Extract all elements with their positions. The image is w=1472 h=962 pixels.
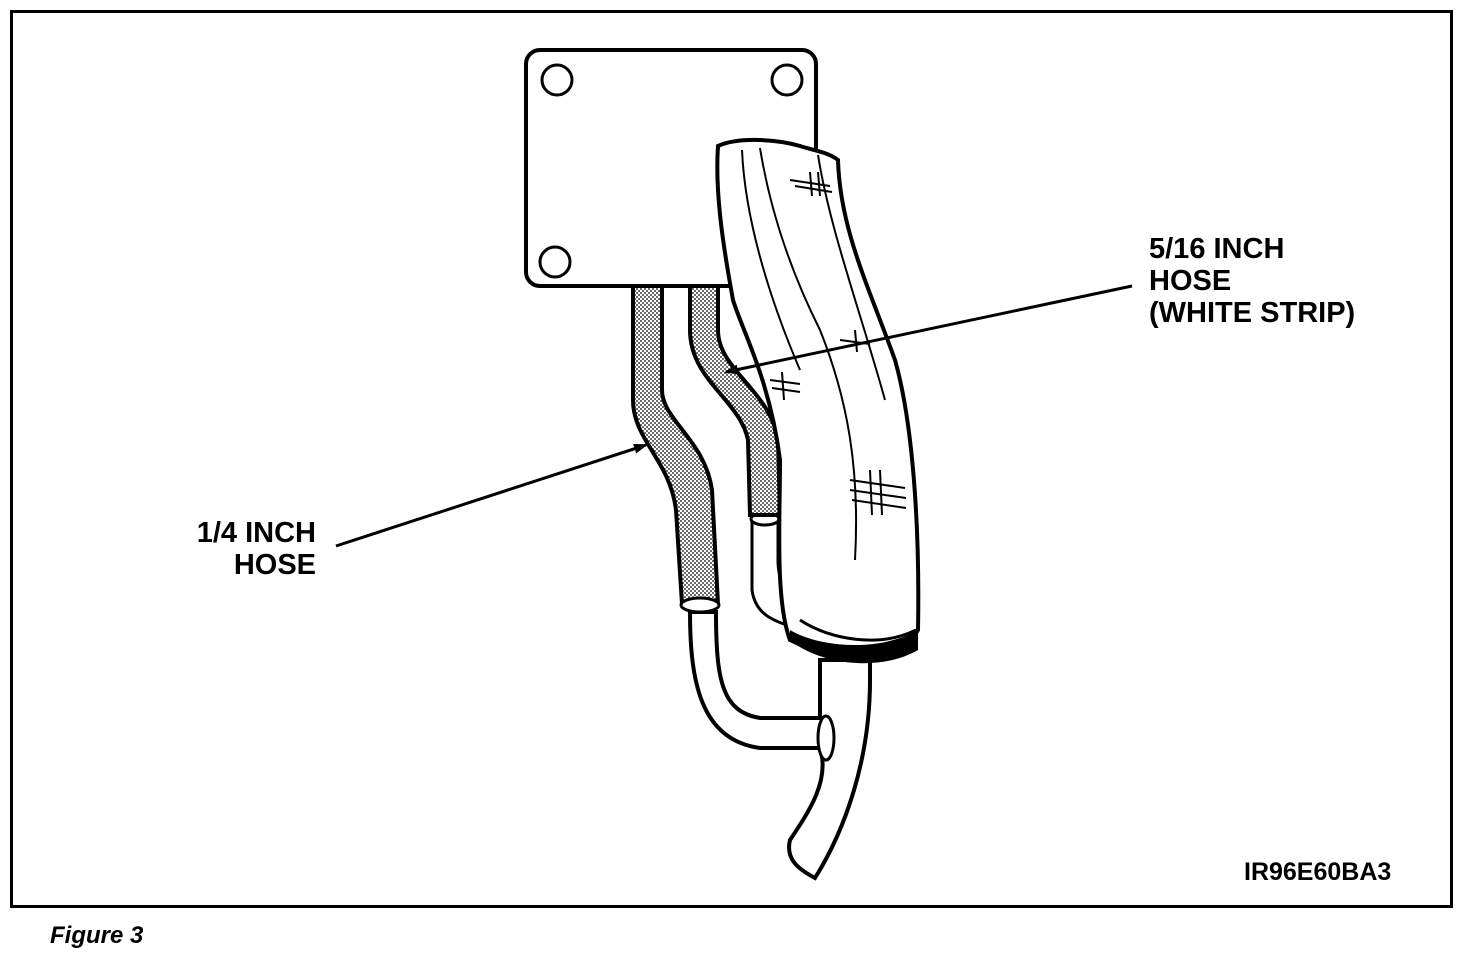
bracket-hole-top-left	[540, 63, 574, 97]
quarter-inch-hose-label-line-1: 1/4 INCH	[196, 517, 316, 549]
large-sleeve	[715, 137, 921, 664]
figure-frame	[10, 10, 1453, 908]
figure-code: IR96E60BA3	[1244, 858, 1392, 886]
five-sixteenths-hose-label-line-2: HOSE	[1149, 265, 1232, 297]
five-sixteenths-hose-label: 5/16 INCH HOSE (WHITE STRIP)	[1149, 233, 1355, 329]
quarter-inch-leader-arrow	[335, 443, 648, 548]
quarter-inch-hose-label: 1/4 INCH HOSE	[150, 517, 316, 581]
five-sixteenths-leader-arrow	[724, 284, 1133, 375]
bracket-hole-top-right	[770, 63, 804, 97]
quarter-inch-hose	[631, 284, 721, 614]
five-sixteenths-hose-label-line-3: (WHITE STRIP)	[1149, 297, 1356, 329]
bracket-hole-bottom-left	[538, 245, 572, 279]
five-sixteenths-hose-label-line-1: 5/16 INCH	[1149, 233, 1285, 265]
outlet-tube	[687, 610, 872, 881]
quarter-inch-hose-label-line-2: HOSE	[233, 549, 316, 581]
figure-caption: Figure 3	[50, 922, 144, 949]
